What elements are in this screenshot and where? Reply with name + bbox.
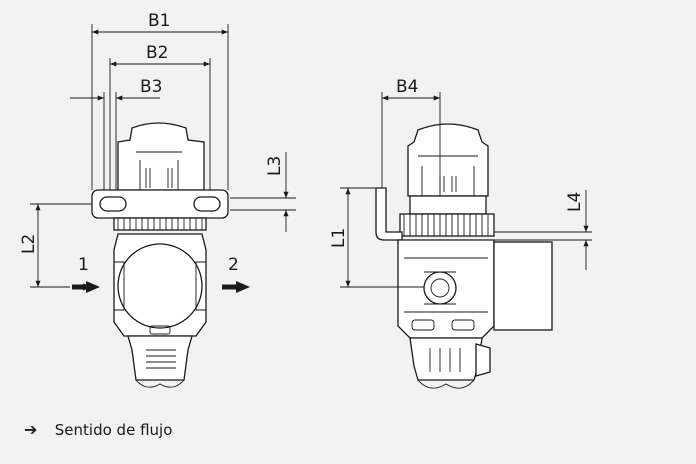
front-drain <box>127 335 193 381</box>
front-view <box>30 24 296 388</box>
side-gauge-port <box>493 241 553 331</box>
side-port <box>423 271 457 305</box>
label-b4: B4 <box>396 77 418 97</box>
side-drain <box>409 337 483 381</box>
label-b1: B1 <box>148 11 170 31</box>
front-port-circle <box>117 243 203 329</box>
label-b2: B2 <box>146 43 168 63</box>
side-collar <box>409 195 487 215</box>
label-port-1: 1 <box>78 255 89 275</box>
side-view <box>340 92 592 389</box>
front-slot-left <box>99 196 127 212</box>
side-ring <box>399 213 495 237</box>
label-b3: B3 <box>140 77 162 97</box>
arrow-right-icon: ➔ <box>24 420 38 439</box>
side-bracket <box>375 187 403 241</box>
legend-text: Sentido de flujo <box>54 421 173 439</box>
side-knob <box>407 123 489 197</box>
label-l4: L4 <box>565 192 585 212</box>
label-l2: L2 <box>19 234 39 254</box>
label-l3: L3 <box>265 156 285 176</box>
label-l1: L1 <box>329 228 349 248</box>
front-knob <box>117 122 205 191</box>
front-slot-right <box>193 196 221 212</box>
flow-legend: ➔ Sentido de flujo <box>24 420 172 439</box>
label-port-2: 2 <box>228 255 239 275</box>
